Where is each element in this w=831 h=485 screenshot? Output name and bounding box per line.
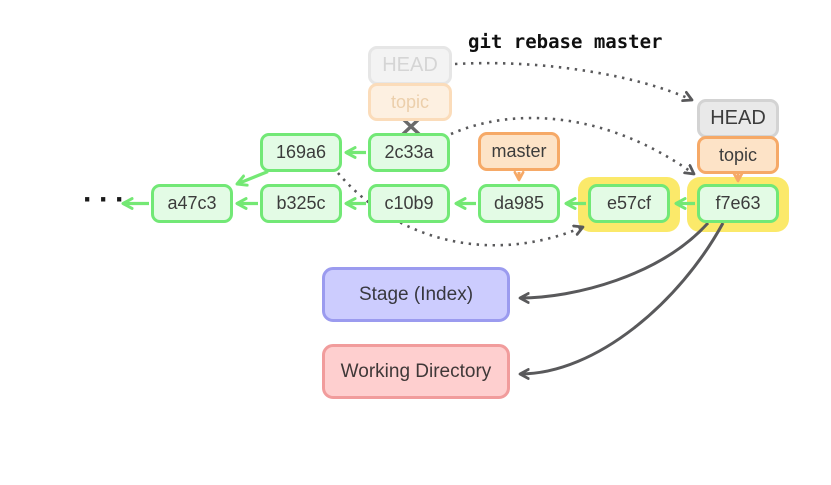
arrow-f7e63-stage xyxy=(520,221,710,298)
rebase-map-169a6-e57cf xyxy=(337,172,583,247)
arrow-f7e63-working xyxy=(520,222,725,374)
commit-node-169a6: 169a6 xyxy=(260,133,342,172)
ellipsis: ··· xyxy=(83,183,131,216)
zone-working-directory: Working Directory xyxy=(322,344,510,399)
edge-169a6-a47c3 xyxy=(237,170,269,185)
zone-stage-index: Stage (Index) xyxy=(322,267,510,322)
commit-node-b325c: b325c xyxy=(260,184,342,223)
commit-node-f7e63: f7e63 xyxy=(697,184,779,223)
rebase-map-2c33a-f7e63 xyxy=(450,116,694,174)
invalidated-x-icon xyxy=(401,117,421,136)
commit-node-da985: da985 xyxy=(478,184,560,223)
ref-topic-new: topic xyxy=(697,136,779,174)
ref-head-new: HEAD xyxy=(697,99,779,138)
ref-topic-old: topic xyxy=(368,83,452,121)
ref-head-old: HEAD xyxy=(368,46,452,85)
head-move-arrow xyxy=(454,61,692,100)
ref-master: master xyxy=(478,132,560,171)
commit-node-a47c3: a47c3 xyxy=(151,184,233,223)
command-label: git rebase master xyxy=(468,31,663,53)
commit-node-2c33a: 2c33a xyxy=(368,133,450,172)
commit-node-c10b9: c10b9 xyxy=(368,184,450,223)
commit-node-e57cf: e57cf xyxy=(588,184,670,223)
